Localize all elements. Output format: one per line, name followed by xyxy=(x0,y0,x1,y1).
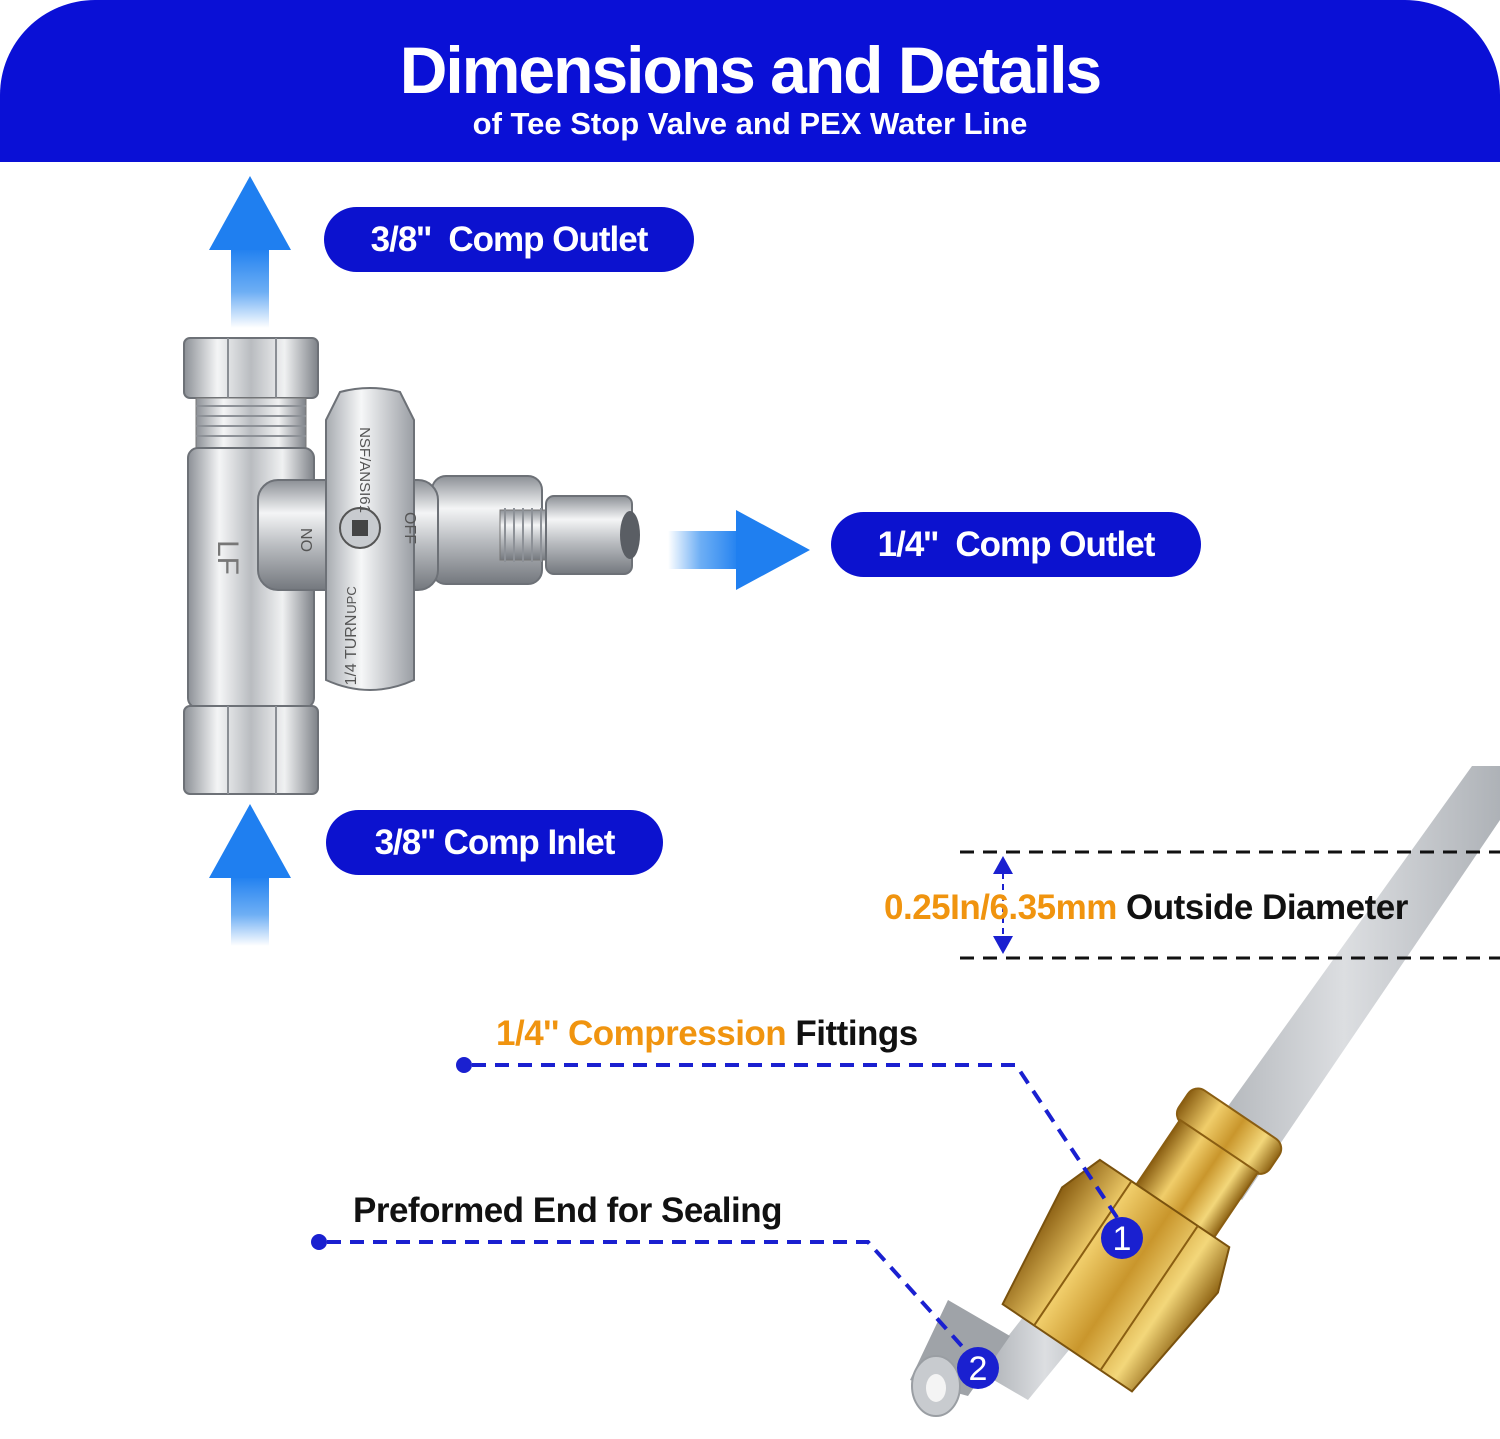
preformed-callout: Preformed End for Sealing xyxy=(353,1191,782,1230)
header-banner: Dimensions and Details of Tee Stop Valve… xyxy=(0,0,1500,162)
pex-water-line-image xyxy=(910,766,1500,1417)
marker-1: 1 xyxy=(1101,1217,1143,1259)
arrow-right-icon xyxy=(668,510,810,590)
inlet-label: 3/8'' Comp Inlet xyxy=(326,810,663,875)
valve-upc-marking: UPC xyxy=(344,586,359,613)
svg-text:1: 1 xyxy=(1113,1220,1132,1258)
arrow-up-bottom-icon xyxy=(209,804,291,946)
diameter-value: 0.25In/6.35mm xyxy=(884,888,1117,927)
valve-on-marking: ON xyxy=(299,528,316,552)
valve-nsf-marking: NSF/ANSI61 xyxy=(356,427,373,513)
fittings-callout: 1/4'' Compression Fittings xyxy=(496,1014,918,1054)
valve-lf-marking: LF xyxy=(211,540,244,575)
fittings-text: Fittings xyxy=(786,1014,918,1053)
page-title: Dimensions and Details xyxy=(399,33,1103,107)
diameter-text: Outside Diameter xyxy=(1116,888,1408,927)
diameter-callout: 0.25In/6.35mm Outside Diameter xyxy=(884,888,1408,928)
fittings-highlight: 1/4'' Compression xyxy=(496,1014,787,1053)
valve-off-marking: OFF xyxy=(401,512,418,544)
svg-text:2: 2 xyxy=(969,1350,988,1388)
diameter-dimension-lines xyxy=(960,850,1500,960)
preformed-leader-line xyxy=(311,1234,980,1366)
arrow-up-top-icon xyxy=(209,176,291,328)
top-outlet-label: 3/8'' Comp Outlet xyxy=(324,207,694,272)
valve-turn-marking: 1/4 TURN xyxy=(343,615,360,686)
side-outlet-label: 1/4'' Comp Outlet xyxy=(831,512,1201,577)
fittings-leader-line xyxy=(456,1057,1122,1224)
page-subtitle: of Tee Stop Valve and PEX Water Line xyxy=(472,106,1028,141)
marker-2: 2 xyxy=(957,1347,999,1389)
tee-stop-valve-image: LF NSF/ANSI61 OFF ON 1/4 TURN UPC xyxy=(183,337,640,795)
